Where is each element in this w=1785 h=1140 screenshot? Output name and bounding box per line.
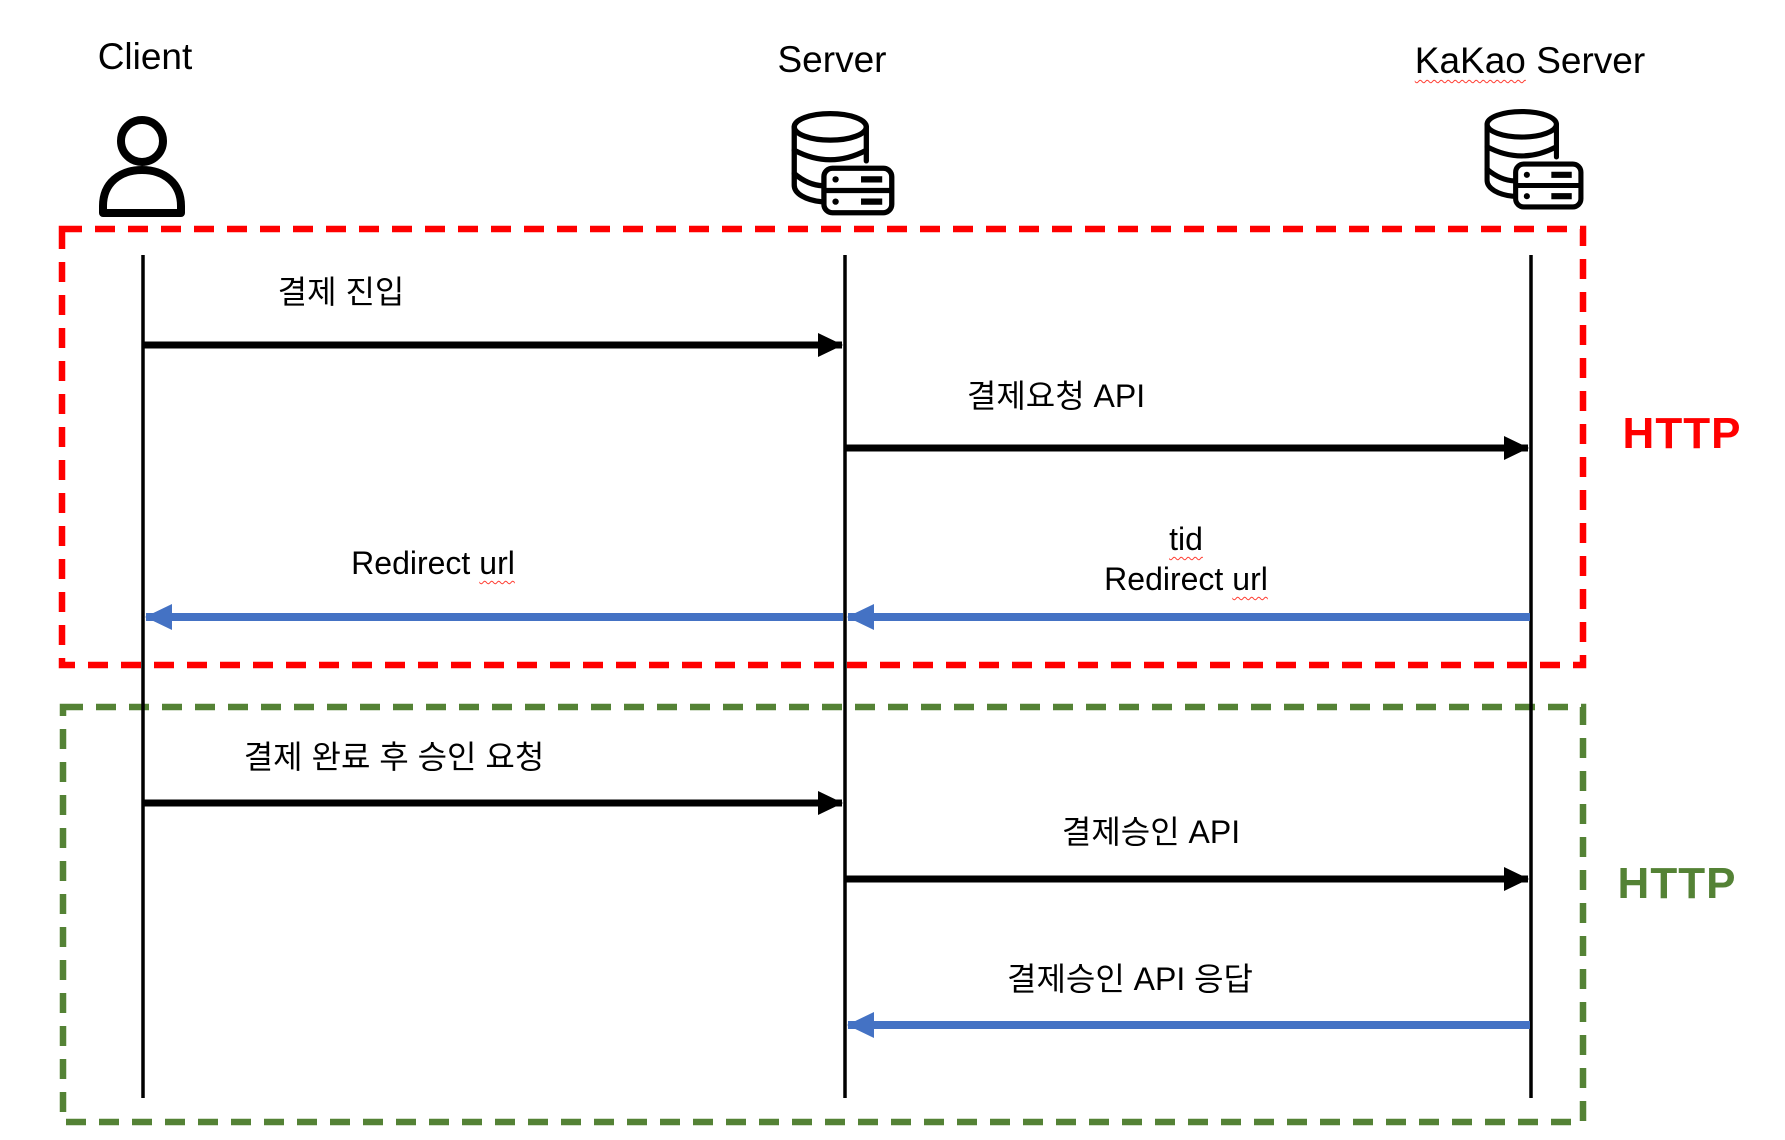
message-label-approval-request: 결제 완료 후 승인 요청 — [243, 739, 545, 775]
message-label-approval-api: 결제승인 API — [1061, 814, 1241, 850]
message-label-payment-request-api: 결제요청 API — [966, 378, 1146, 414]
kakao-server-database-icon — [1484, 109, 1584, 210]
message-label-approval-api-response: 결제승인 API 응답 — [1007, 961, 1253, 997]
http-group-box-green — [59, 703, 1587, 1126]
redirect-word: Redirect — [351, 545, 471, 581]
tid-text: tid — [1169, 521, 1203, 557]
http-label-bottom: HTTP — [1617, 859, 1737, 908]
person-icon — [99, 116, 185, 217]
http-group-box-red — [58, 225, 1587, 669]
actor-title-server: Server — [777, 39, 887, 80]
actor-title-client: Client — [97, 36, 193, 77]
url-word: url — [479, 545, 515, 581]
server-database-icon — [791, 111, 895, 216]
message-label-payment-entry: 결제 진입 — [277, 274, 405, 310]
url-word: url — [1232, 561, 1268, 597]
kakao-brand-text: KaKao — [1414, 40, 1526, 81]
http-label-top: HTTP — [1622, 409, 1742, 458]
redirect-word: Redirect — [1104, 561, 1224, 597]
kakao-server-text: Server — [1536, 40, 1646, 81]
